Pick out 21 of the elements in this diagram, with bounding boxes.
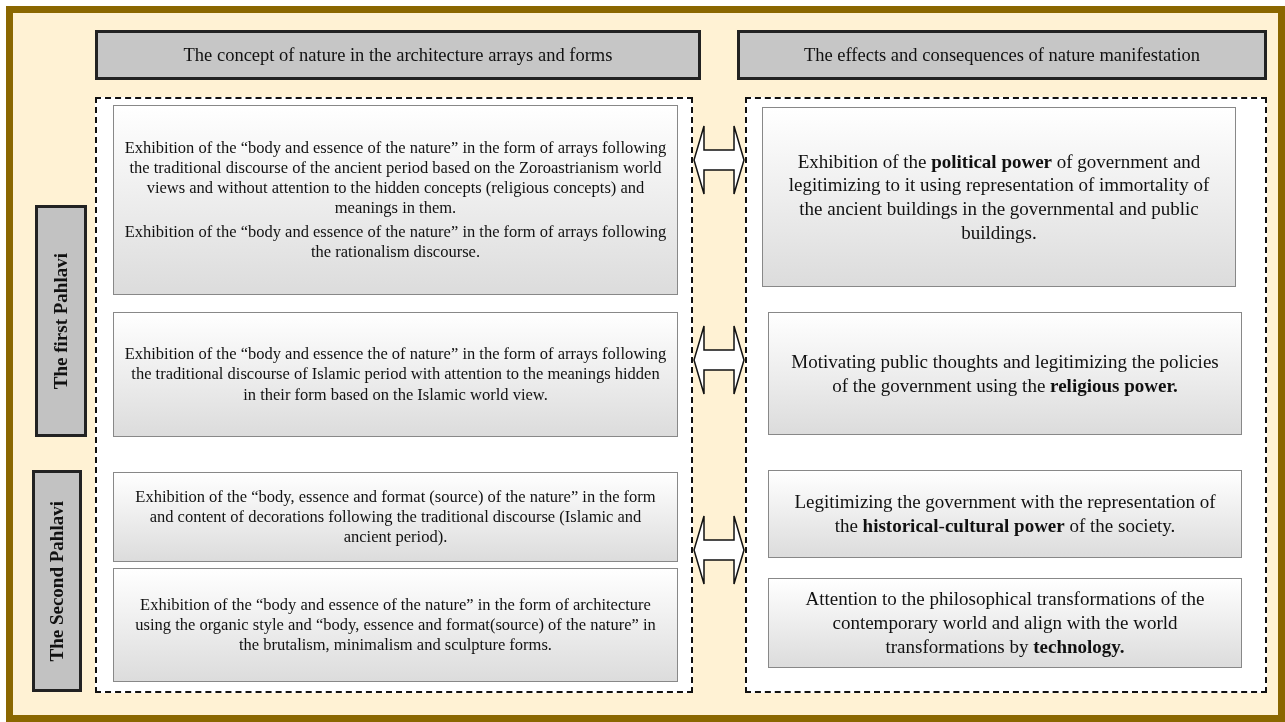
dashed-group-box	[95, 97, 693, 693]
period-label	[35, 205, 87, 437]
double-arrow	[693, 125, 745, 195]
text-box: Exhibition of the political power of government and legitimizing to it using representation of immortality of the ancient buildings in the governmental and public buildings.	[762, 107, 1236, 287]
column-header: The effects and consequences of nature manifestation	[737, 30, 1267, 80]
text-box: Exhibition of the “body, essence and format (source) of the nature” in the form and content of decorations following the traditional discourse (Islamic and ancient period).	[113, 472, 678, 562]
text-box: Legitimizing the government with the representation of the historical-cultural power of the society.	[768, 470, 1242, 558]
text-box: Exhibition of the “body and essence the of nature” in the form of arrays following the traditional discourse of Islamic period with attention to the meanings hidden in their form based on the Islamic world view.	[113, 312, 678, 437]
paragraph: Exhibition of the “body and essence of the nature” in the form of arrays following the rationalism discourse.	[124, 222, 667, 263]
column-header: The concept of nature in the architecture arrays and forms	[95, 30, 701, 80]
double-arrow	[693, 325, 745, 395]
double-arrow	[693, 515, 745, 585]
text-box: Exhibition of the “body and essence of the nature” in the form of architecture using the organic style and “body, essence and format(source) of the nature” in the brutalism, minimalism and sculpture forms.	[113, 568, 678, 682]
paragraph: Exhibition of the “body and essence of the nature” in the form of arrays following the traditional discourse of the ancient period based on the Zoroastrianism world views and without attention to the hidden concepts (religious concepts) and meanings in them.	[124, 137, 667, 219]
text-box: Motivating public thoughts and legitimizing the policies of the government using the religious power.	[768, 312, 1242, 435]
text-box	[113, 105, 678, 295]
text-box: Attention to the philosophical transformations of the contemporary world and align with the world transformations by technology.	[768, 578, 1242, 668]
period-label-text: The first Pahlavi	[50, 252, 72, 390]
dashed-group-box	[745, 97, 1267, 693]
period-label	[32, 470, 82, 692]
period-label-text: The Second Pahlavi	[46, 500, 68, 662]
